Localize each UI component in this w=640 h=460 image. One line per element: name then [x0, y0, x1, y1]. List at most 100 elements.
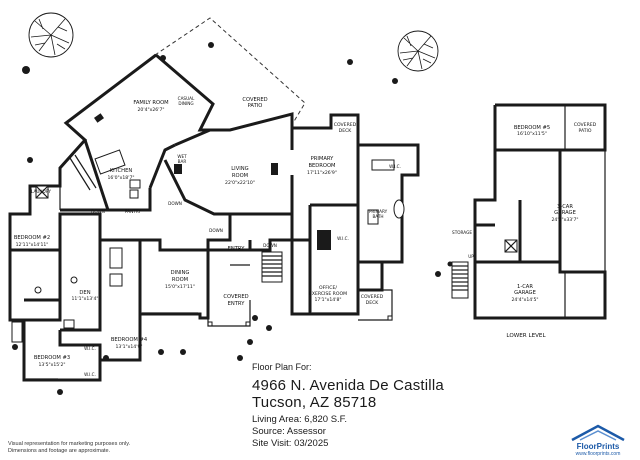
svg-text:KITCHEN: KITCHEN: [110, 168, 133, 174]
svg-text:GARAGE: GARAGE: [514, 290, 536, 296]
svg-text:COVERED: COVERED: [223, 294, 248, 300]
svg-text:24'3"x33'7": 24'3"x33'7": [551, 217, 578, 223]
room-label-bedroom2: BEDROOM #2 12'11"x14'11": [14, 235, 50, 248]
svg-text:ENTRY: ENTRY: [228, 301, 246, 307]
room-label-covered-entry: COVERED ENTRY: [223, 294, 248, 307]
svg-text:24'4"x14'5": 24'4"x14'5": [511, 297, 538, 303]
room-label-primary-bedroom: PRIMARY BEDROOM 17'11"x26'9": [307, 156, 337, 176]
room-label-den: DEN 11'1"x13'4": [71, 290, 98, 302]
room-label-1-car-garage: 1-CAR GARAGE 24'4"x14'5": [511, 284, 538, 303]
svg-text:OFFICE/: OFFICE/: [319, 285, 337, 291]
room-label-3-car-garage: 3-CAR GARAGE 24'3"x33'7": [551, 204, 578, 223]
disclaimer: Visual representation for marketing purp…: [8, 441, 168, 454]
floorprints-logo: FloorPrints www.floorprints.com: [566, 424, 630, 458]
lower-level-label: LOWER LEVEL: [506, 333, 546, 339]
room-label-casual-dining: CASUAL DINING: [178, 96, 195, 106]
address-line-1: 4966 N. Avenida De Castilla: [252, 377, 444, 394]
svg-text:PRIMARY: PRIMARY: [311, 156, 335, 162]
svg-text:17'1"x14'8": 17'1"x14'8": [314, 297, 341, 303]
svg-text:ROOM: ROOM: [172, 277, 188, 283]
tree-icon-left: [28, 12, 74, 58]
svg-text:EXERCISE ROOM: EXERCISE ROOM: [309, 291, 347, 297]
svg-text:COVERED: COVERED: [334, 122, 357, 128]
room-label-kitchen: KITCHEN 16'0"x18'7": [107, 168, 134, 181]
room-label-storage: STORAGE: [452, 230, 472, 235]
stair-label-down-4: DOWN: [209, 228, 223, 233]
svg-text:LIVING: LIVING: [231, 166, 248, 172]
logo-name: FloorPrints: [576, 442, 620, 451]
svg-text:15'0"x17'11": 15'0"x17'11": [165, 284, 195, 290]
svg-text:BEDROOM: BEDROOM: [308, 163, 335, 169]
room-label-entry: ENTRY: [228, 246, 246, 252]
room-label-wet-bar: WET BAR: [177, 154, 187, 164]
stair-label-down-2: DOWN: [168, 201, 182, 206]
svg-text:DEN: DEN: [79, 290, 90, 296]
stairs-lower: [451, 261, 469, 299]
room-label-wic-primary: W.I.C.: [389, 164, 401, 169]
room-label-wic-b4: W.I.C.: [84, 346, 96, 351]
svg-text:BEDROOM #4: BEDROOM #4: [111, 337, 148, 343]
room-label-laundry: LAUNDRY: [31, 189, 51, 194]
svg-text:WET: WET: [177, 154, 187, 159]
svg-text:22'0"x22'10": 22'0"x22'10": [225, 180, 255, 186]
svg-text:BATH: BATH: [372, 214, 383, 219]
svg-text:DINING: DINING: [171, 270, 190, 276]
svg-text:COVERED: COVERED: [242, 97, 267, 103]
property-info: Floor Plan For: 4966 N. Avenida De Casti…: [252, 362, 444, 450]
svg-text:DINING: DINING: [178, 101, 193, 106]
room-label-wic-office: W.I.C.: [337, 236, 349, 241]
svg-text:DECK: DECK: [339, 128, 353, 134]
stair-label-down-1: DOWN: [91, 209, 105, 214]
room-label-covered-deck-top: COVERED DECK: [334, 122, 357, 134]
room-label-wic-b3: W.I.C.: [84, 372, 96, 377]
house-roof-icon: [571, 424, 625, 442]
svg-text:BEDROOM #3: BEDROOM #3: [34, 355, 70, 361]
svg-text:3-CAR: 3-CAR: [557, 204, 573, 210]
svg-text:PATIO: PATIO: [248, 103, 263, 109]
svg-text:CASUAL: CASUAL: [178, 96, 195, 101]
svg-text:ROOM: ROOM: [232, 173, 248, 179]
svg-text:11'1"x13'4": 11'1"x13'4": [71, 296, 98, 302]
room-label-primary-bath: PRIMARY BATH: [369, 209, 388, 219]
room-label-bedroom3: BEDROOM #3 13'5"x15'2": [34, 355, 70, 368]
stair-label-down-3: DOWN: [263, 243, 277, 248]
svg-text:BEDROOM #2: BEDROOM #2: [14, 235, 50, 241]
floor-plan-header: Floor Plan For:: [252, 362, 312, 372]
room-label-family-room: FAMILY ROOM 20'4"x26'7": [133, 100, 168, 113]
svg-text:20'4"x26'7": 20'4"x26'7": [137, 107, 164, 113]
svg-text:BAR: BAR: [178, 159, 187, 164]
room-label-pantry: PANTRY: [125, 209, 141, 214]
stairs-main: [261, 251, 283, 283]
room-label-living-room: LIVING ROOM 22'0"x22'10": [225, 166, 255, 186]
svg-text:16'0"x18'7": 16'0"x18'7": [107, 175, 134, 181]
room-label-dining-room: DINING ROOM 15'0"x17'11": [165, 270, 195, 290]
svg-text:DECK: DECK: [366, 300, 380, 306]
source: Source: Assessor: [252, 426, 326, 437]
logo-url: www.floorprints.com: [575, 451, 621, 457]
svg-text:1-CAR: 1-CAR: [517, 284, 533, 290]
room-label-covered-patio-main: COVERED PATIO: [242, 97, 267, 109]
room-label-bedroom4: BEDROOM #4 13'1"x14'9": [111, 337, 148, 350]
svg-text:COVERED: COVERED: [361, 294, 384, 300]
disclaimer-line-2: Dimensions and footage are approximate.: [8, 447, 111, 454]
svg-text:COVERED: COVERED: [574, 122, 597, 128]
shrub-icons: [12, 42, 453, 395]
disclaimer-line-1: Visual representation for marketing purp…: [8, 441, 131, 447]
room-label-bedroom5: BEDROOM #5 16'10"x11'5": [514, 125, 550, 137]
svg-text:PATIO: PATIO: [578, 128, 591, 134]
svg-text:12'11"x14'11": 12'11"x14'11": [16, 242, 49, 248]
svg-text:13'5"x15'2": 13'5"x15'2": [38, 362, 65, 368]
room-label-covered-patio-lower: COVERED PATIO: [574, 122, 597, 134]
room-label-office: OFFICE/ EXERCISE ROOM 17'1"x14'8": [309, 285, 347, 303]
bath-fixtures: [11, 159, 405, 343]
svg-text:GARAGE: GARAGE: [554, 210, 576, 216]
room-label-covered-deck-bottom: COVERED DECK: [361, 294, 384, 306]
svg-text:BEDROOM #5: BEDROOM #5: [514, 125, 550, 131]
svg-text:16'10"x11'5": 16'10"x11'5": [517, 131, 547, 137]
living-area: Living Area: 6,820 S.F.: [252, 414, 348, 425]
address-line-2: Tucson, AZ 85718: [252, 394, 377, 411]
svg-text:13'1"x14'9": 13'1"x14'9": [115, 344, 142, 350]
tree-icon-right: [397, 30, 439, 72]
stair-label-up: UP: [468, 254, 474, 259]
